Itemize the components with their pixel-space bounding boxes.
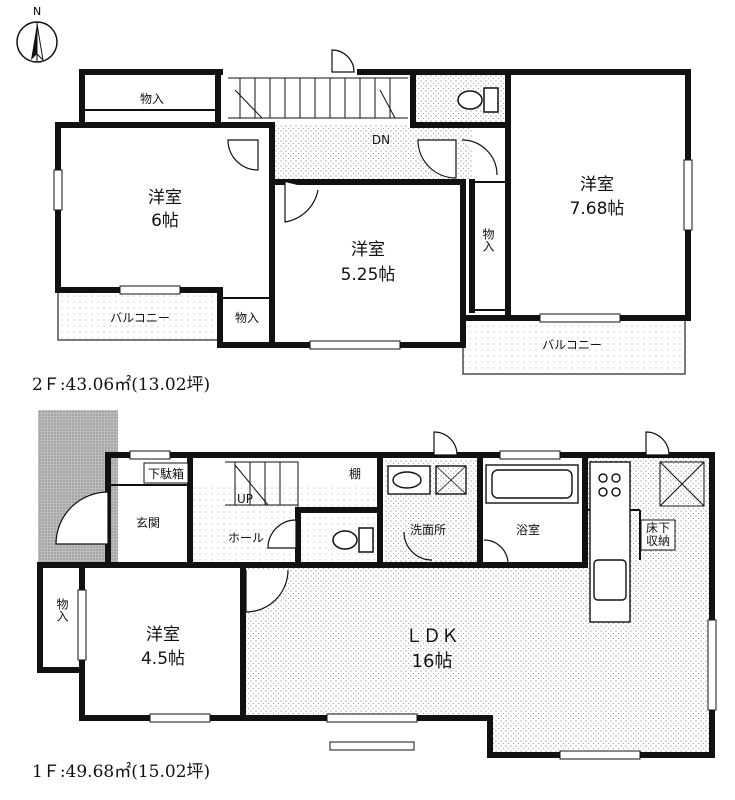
floor-2-caption: 2Ｆ:43.06㎡(13.02坪) <box>32 375 210 395</box>
underfloor-storage-label: 床下 <box>646 521 670 535</box>
storage-top-label: 物入 <box>140 92 164 106</box>
underfloor-storage-box <box>640 519 676 551</box>
storage-right-label: 物入 <box>481 228 495 252</box>
stairs-2f-label: DN <box>372 133 390 147</box>
hall-label: ホール <box>228 531 264 545</box>
ldk-name: ＬＤＫ <box>405 626 459 647</box>
floor-1-plan: UP <box>32 410 717 782</box>
washbasin-icon <box>387 465 467 495</box>
room-western-45-name: 洋室 <box>146 625 180 645</box>
shoe-storage-box <box>143 462 189 484</box>
room-western-525-size: 5.25帖 <box>341 265 396 285</box>
floor-1-caption: 1Ｆ:49.68㎡(15.02坪) <box>32 762 210 782</box>
washroom-label: 洗面所 <box>410 523 446 537</box>
room-western-6-name: 洋室 <box>148 188 182 208</box>
door-swings-1f <box>55 431 670 613</box>
room-western-525-name: 洋室 <box>351 240 385 260</box>
room-western-768-name: 洋室 <box>580 175 614 195</box>
north-label: N <box>33 5 41 18</box>
bathroom-label: 浴室 <box>516 522 540 537</box>
shelf-label: 棚 <box>349 466 361 481</box>
entrance-label: 玄関 <box>136 515 160 530</box>
balcony-left-floor <box>57 289 219 341</box>
floor-2-plan: DN 洋室 6帖 洋室 5.25帖 洋室 7.68帖 物入 <box>32 49 693 395</box>
balcony-right-label: バルコニー <box>542 338 602 352</box>
room-western-6-size: 6帖 <box>151 211 179 231</box>
shoe-storage-label: 下駄箱 <box>148 466 184 481</box>
compass: N <box>16 5 58 63</box>
fridge-space-icon <box>659 461 705 507</box>
stairs-1f-label: UP <box>237 492 253 506</box>
underfloor-storage-label-2: 収納 <box>646 534 670 548</box>
windows-2f <box>53 159 693 350</box>
stairs-2f <box>228 77 408 119</box>
door-swings-2f <box>227 49 498 223</box>
storage-1f-label: 物入 <box>55 598 69 622</box>
toilet-1f-icon <box>332 527 374 553</box>
room-western-768-size: 7.68帖 <box>570 199 625 219</box>
ldk-size: 16帖 <box>412 651 453 672</box>
bathtub-icon <box>485 464 579 504</box>
storage-mid-label: 物入 <box>235 311 259 325</box>
windows-1f <box>77 450 717 760</box>
kitchen-counter-icon <box>589 461 631 623</box>
room-western-45-size: 4.5帖 <box>141 649 185 669</box>
balcony-left-label: バルコニー <box>110 311 170 325</box>
stairs-1f <box>225 461 299 510</box>
balcony-right-floor <box>462 317 686 375</box>
toilet-2f-icon <box>457 87 499 113</box>
